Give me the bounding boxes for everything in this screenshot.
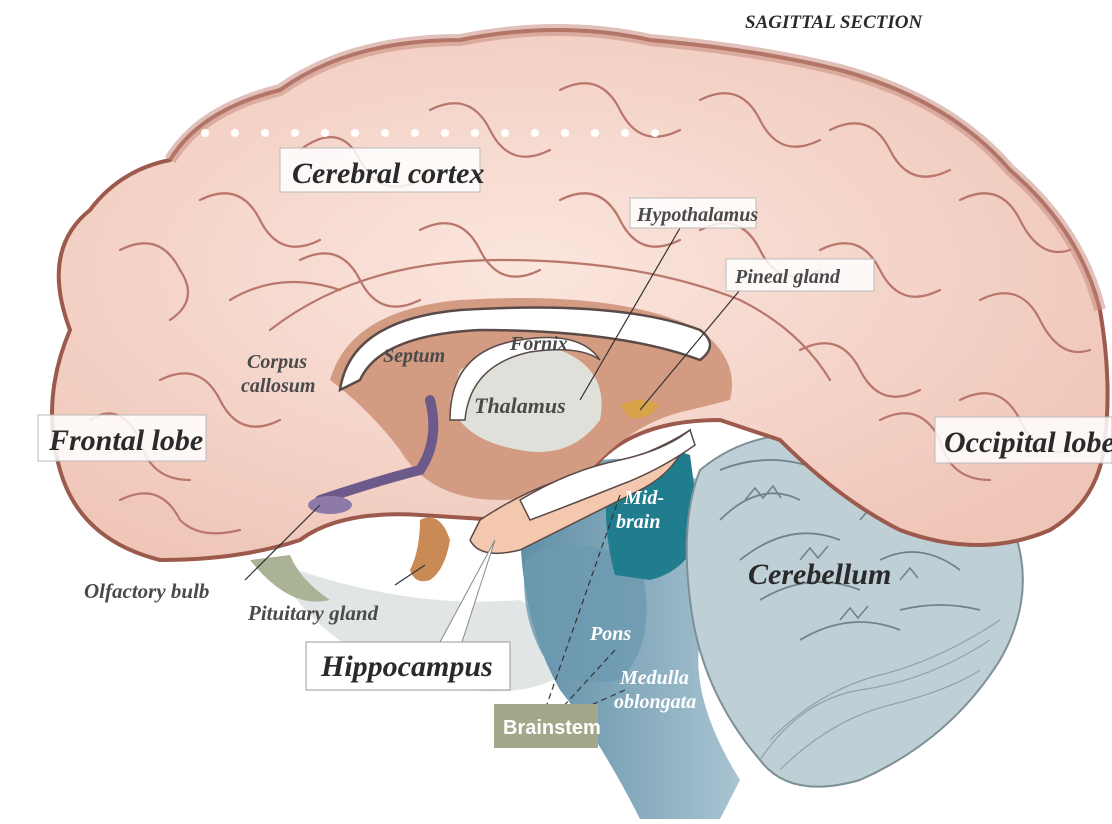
thalamus-label: Thalamus bbox=[474, 393, 566, 418]
midbrain-label-line2: brain bbox=[616, 511, 660, 533]
cerebral-cortex-label: Cerebral cortex bbox=[292, 157, 484, 190]
hypothalamus-label: Hypothalamus bbox=[636, 204, 758, 226]
hippocampus-label: Hippocampus bbox=[320, 650, 493, 683]
pituitary-gland-label: Pituitary gland bbox=[247, 601, 379, 625]
midbrain-label-line1: Mid- bbox=[623, 487, 664, 509]
fornix-label: Fornix bbox=[509, 333, 568, 355]
occipital-lobe-label: Occipital lobe bbox=[944, 426, 1112, 459]
septum-label: Septum bbox=[383, 345, 445, 367]
olfactory-bulb-shape bbox=[308, 496, 352, 514]
pineal-gland-label: Pineal gland bbox=[734, 266, 841, 288]
corpus-callosum-label-line1: Corpus bbox=[247, 351, 307, 373]
pons-label: Pons bbox=[589, 623, 631, 645]
olfactory-bulb-label: Olfactory bulb bbox=[84, 579, 209, 603]
medulla-label-line1: Medulla bbox=[619, 667, 689, 689]
medulla-label-line2: oblongata bbox=[614, 691, 696, 713]
brainstem-label: Brainstem bbox=[503, 717, 601, 739]
cerebellum-label: Cerebellum bbox=[748, 558, 891, 591]
corpus-callosum-label-line2: callosum bbox=[241, 375, 315, 397]
section-title: SAGITTAL SECTION bbox=[745, 12, 923, 33]
frontal-lobe-label: Frontal lobe bbox=[48, 424, 203, 457]
